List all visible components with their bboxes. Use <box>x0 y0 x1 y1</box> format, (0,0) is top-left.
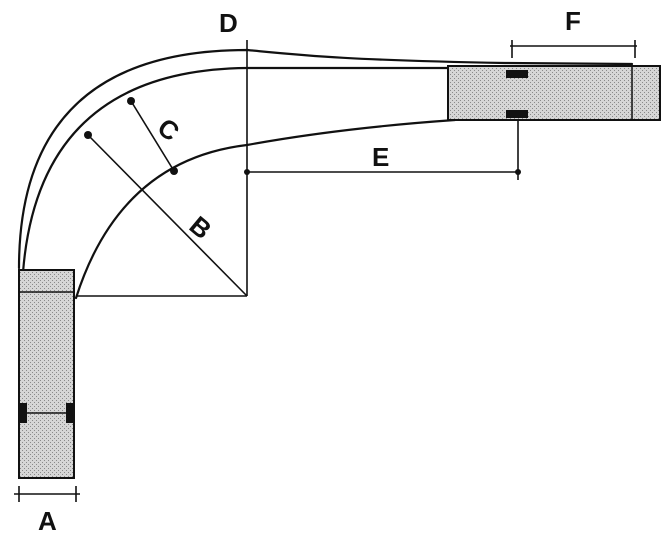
rear-axle-left-wheel <box>19 403 27 423</box>
dimension-c-line <box>130 100 175 172</box>
point-c-outer <box>127 97 135 105</box>
label-b: B <box>184 210 218 245</box>
point-e-left <box>244 169 250 175</box>
radius-b-line <box>87 134 248 297</box>
end-axle-top-wheel <box>506 70 528 78</box>
point-c-inner <box>170 167 178 175</box>
outer-swept-path <box>17 48 634 270</box>
label-f: F <box>565 6 581 36</box>
point-b-outer <box>84 131 92 139</box>
vehicle-start <box>18 269 75 479</box>
label-e: E <box>372 142 389 172</box>
outer-wheel-track <box>20 66 634 292</box>
label-a: A <box>38 506 57 536</box>
vehicle-end <box>447 65 661 121</box>
point-e-right <box>515 169 521 175</box>
inner-swept-path <box>74 118 457 300</box>
rear-axle-right-wheel <box>66 403 74 423</box>
label-d: D <box>219 8 238 38</box>
end-axle-bottom-wheel <box>506 110 528 118</box>
